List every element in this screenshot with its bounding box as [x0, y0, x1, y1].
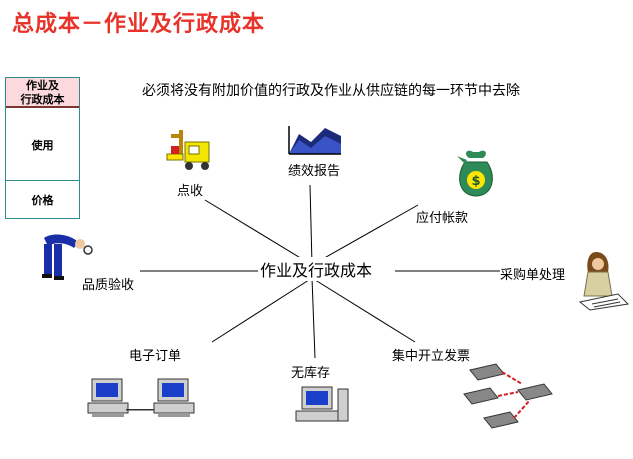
- line-performance: [309, 184, 313, 266]
- side-price-label: 价格: [31, 193, 54, 207]
- node-receiving: 点收: [177, 184, 204, 199]
- side-header: 作业及 行政成本: [6, 78, 79, 108]
- forklift-icon: [166, 130, 210, 170]
- side-use-label: 使用: [31, 139, 54, 152]
- node-central-invoicing: 集中开立发票: [392, 349, 471, 364]
- svg-text:$: $: [471, 174, 480, 189]
- subtitle: 必须将没有附加价值的行政及作业从供应链的每一环节中去除: [142, 83, 520, 99]
- side-divider: [6, 180, 79, 181]
- line-electronic: [211, 277, 313, 343]
- node-purchase-order: 采购单处理: [500, 268, 566, 283]
- line-invoicing: [311, 277, 416, 343]
- performance-chart-icon: [288, 126, 341, 155]
- center-node-label: 作业及行政成本: [258, 257, 375, 281]
- line-receiving: [204, 199, 313, 266]
- page-title: 总成本－作业及行政成本: [12, 12, 266, 37]
- node-no-inventory: 无库存: [291, 366, 331, 381]
- node-performance-report: 绩效报告: [288, 164, 341, 179]
- inspector-icon: [42, 234, 93, 280]
- line-inventory: [311, 277, 316, 359]
- node-quality-inspection: 品质验收: [82, 278, 135, 293]
- node-accounts-payable: 应付帐款: [416, 211, 469, 226]
- money-bag-icon: $: [457, 150, 493, 197]
- computer-icon: [295, 386, 349, 422]
- documents-flow-icon: [463, 363, 553, 429]
- line-payable: [311, 204, 419, 266]
- computers-icon: [87, 378, 195, 417]
- node-electronic-order: 电子订单: [129, 349, 182, 364]
- cost-breakdown-box: 作业及 行政成本 使用 价格: [5, 77, 80, 219]
- clerk-icon: [578, 252, 630, 311]
